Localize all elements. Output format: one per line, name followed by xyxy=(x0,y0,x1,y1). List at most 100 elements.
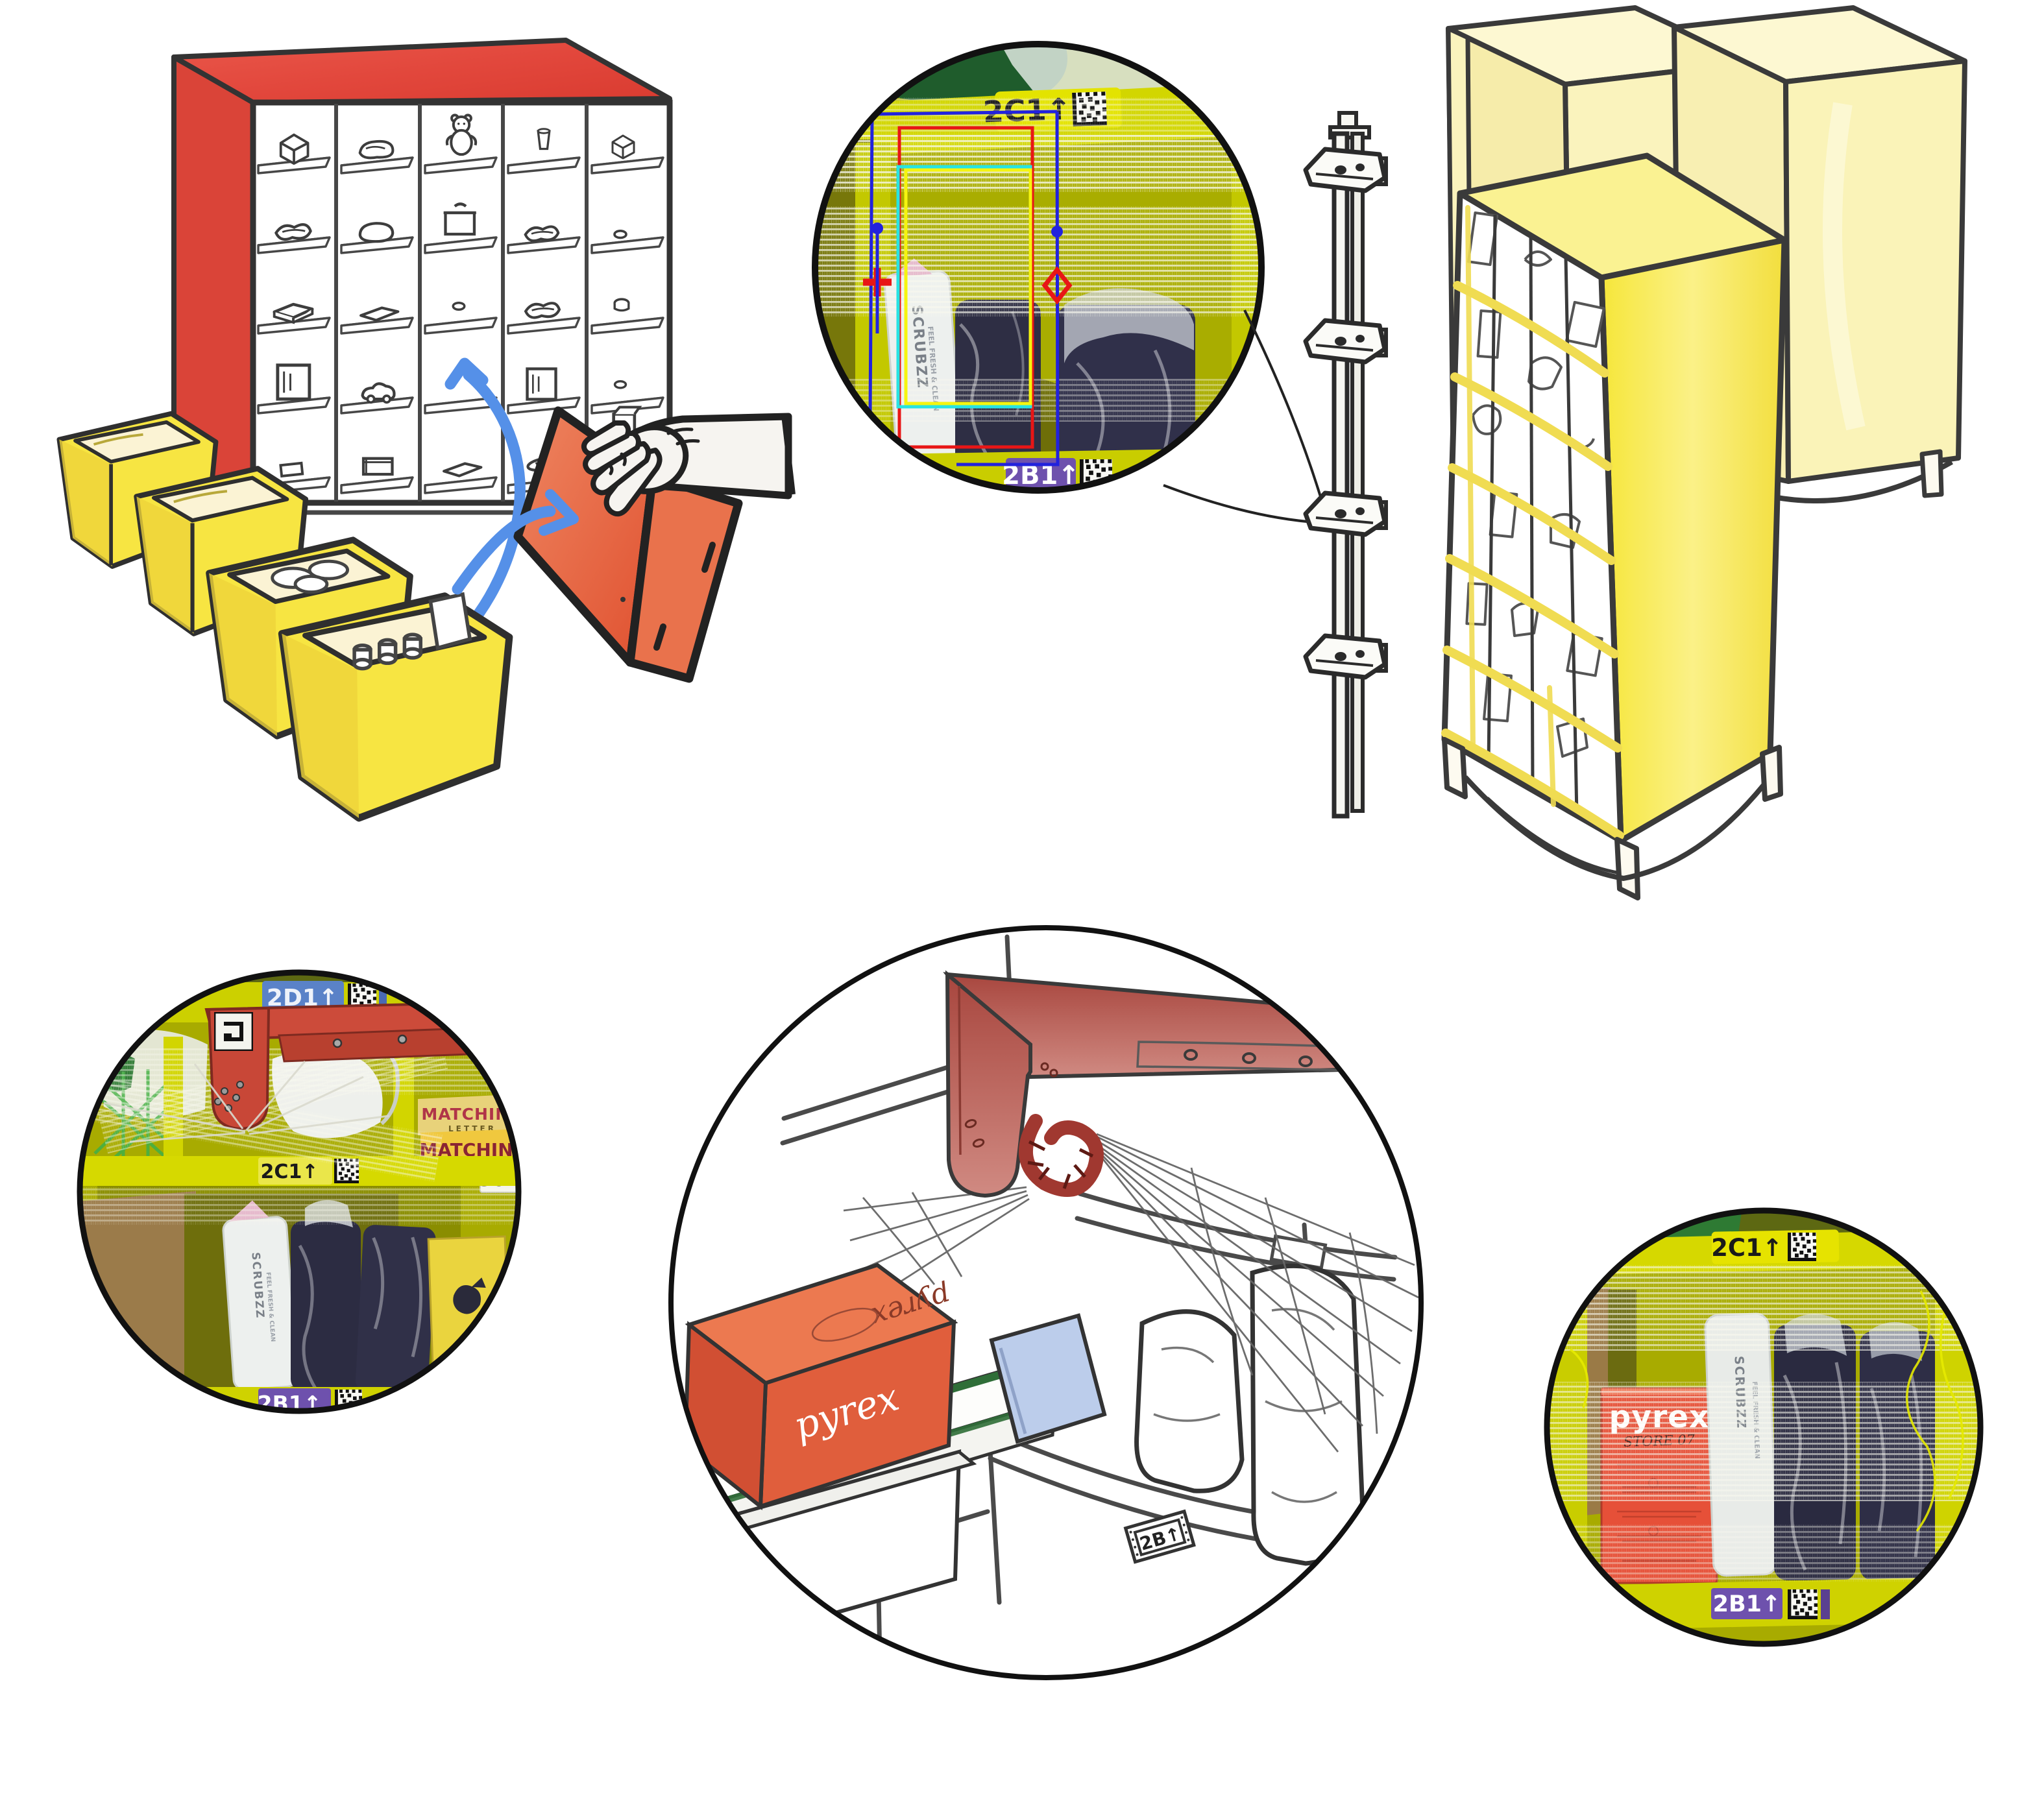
knuckle-lines xyxy=(607,428,700,476)
cubby-item-cloth xyxy=(524,225,560,243)
mast-pole xyxy=(1332,131,1350,819)
red-box-marks xyxy=(653,542,716,651)
dish-sketch xyxy=(811,1307,879,1342)
datamatrix-icon xyxy=(1788,1589,1818,1619)
diamond-marker xyxy=(1041,266,1073,305)
cabinet-foot xyxy=(1614,837,1640,900)
red-box-side xyxy=(626,472,743,683)
camera-view-inset: 2C1↑ SCRUBZZ FEEL FRESH & CLEAN xyxy=(812,41,1265,494)
hand-with-box xyxy=(513,406,796,683)
camera-head xyxy=(1303,633,1388,680)
label-tab xyxy=(1821,1589,1830,1619)
sketch-shelf-label: 2B↑ xyxy=(1123,1509,1196,1564)
protein-box: Premier Protein xyxy=(427,1235,511,1387)
cubby-item-book xyxy=(363,459,392,474)
cabinet-open-front xyxy=(1441,152,1788,900)
pyrex-box-sketch: pyrex pyrex xyxy=(683,1262,958,1511)
cubby-item-disc xyxy=(613,380,627,389)
cabinet-foot xyxy=(1919,449,1944,498)
grasp-dot xyxy=(871,223,883,234)
cabinet-base-skirt-inner xyxy=(1486,797,1622,875)
cubby-item-disc xyxy=(452,302,466,311)
sheen xyxy=(1823,102,1866,431)
shelf-top-face xyxy=(171,38,672,105)
protein-text: Premier Protein xyxy=(495,1296,511,1378)
red-box-dot xyxy=(620,597,626,602)
tote-bin xyxy=(278,592,513,822)
mesh-band xyxy=(1547,1382,1980,1501)
cubby-item-bread xyxy=(360,223,393,241)
mesh-band xyxy=(815,379,1261,422)
inset-connector-line xyxy=(1163,484,1324,524)
bounding-box-annotations xyxy=(863,110,1073,466)
cabinet-side-face xyxy=(1598,237,1788,844)
hand xyxy=(581,413,796,517)
mesh-band xyxy=(815,135,1261,192)
net-mesh xyxy=(843,1133,1419,1453)
storing-sketch xyxy=(56,38,796,822)
cubby-item-puck xyxy=(613,298,630,312)
blue-paddle-shade xyxy=(999,1347,1027,1434)
cubby-shelf xyxy=(171,38,675,515)
placed-items-inset: 2C1↑ pyrex STORE 07 SCRUBZZ xyxy=(1544,1207,1984,1647)
arrow-bin-to-shelf-head xyxy=(444,357,489,390)
camera-head xyxy=(1303,147,1388,193)
shelf-label-top: 2C1↑ xyxy=(1711,1234,1782,1262)
grasp-dot xyxy=(1051,226,1063,237)
sleeve-line xyxy=(781,415,796,495)
arrow-bin-to-box-head xyxy=(539,489,579,536)
storage-cabinets xyxy=(1441,5,1967,900)
label-ticks xyxy=(1129,1516,1190,1556)
cubby-item-bag xyxy=(358,139,395,160)
tray-green-edge xyxy=(671,1433,681,1648)
shelf-label-plate xyxy=(258,1157,332,1185)
cabinet-foot xyxy=(1760,745,1783,802)
insertion-sketch-inset: 2B↑ pyrex pyrex xyxy=(668,925,1424,1680)
cubby-item-box xyxy=(528,369,556,400)
mesh-band xyxy=(815,206,1261,317)
shelf-label-bottom: 2B1↑ xyxy=(1713,1591,1781,1617)
camera-mast xyxy=(1303,111,1388,819)
cubby-item-large-box xyxy=(278,365,310,399)
cubby-item-card xyxy=(279,461,304,477)
inset-border xyxy=(1544,1207,1984,1647)
mesh-band xyxy=(1547,1265,1980,1351)
gripper-view-inset: 2D1↑ MATCHING LETTER MATCHING 3C1↑ xyxy=(77,969,522,1414)
inset-connector-line xyxy=(1243,309,1328,517)
gripper-column xyxy=(945,970,1032,1198)
cubby-item-shirt xyxy=(526,303,559,317)
shelf-label-mid: 2C1↑ xyxy=(261,1161,319,1183)
cabinet-foot xyxy=(1442,737,1468,799)
scrubzz-pack: SCRUBZZ FEEL FRESH & CLEAN xyxy=(222,1200,298,1391)
fingers xyxy=(581,420,663,517)
wrapped-dark-item xyxy=(356,1225,436,1395)
mast-pole-rail xyxy=(1350,132,1365,813)
arrow-bin-to-box xyxy=(452,505,556,595)
inset-border xyxy=(812,41,1265,494)
camera-head xyxy=(1303,490,1388,537)
inset-border xyxy=(77,969,522,1414)
gripper-holes xyxy=(964,1062,1058,1148)
cubby-item-disc xyxy=(613,229,627,239)
shelf-label-plate-purple xyxy=(1711,1588,1782,1619)
bird-logo xyxy=(453,1277,486,1314)
gripper-column-line xyxy=(958,985,962,1155)
plastic-bag-item xyxy=(1187,45,1261,115)
cubby-item-cup xyxy=(537,128,551,151)
camera-head xyxy=(1303,318,1388,365)
mesh-band xyxy=(80,1187,518,1225)
gripper-rivets xyxy=(1184,1049,1313,1067)
gripper-hook-bands xyxy=(1027,1140,1094,1189)
tote-bins xyxy=(56,411,513,822)
inset-border xyxy=(668,925,1424,1680)
tray-screw xyxy=(681,1465,694,1478)
mesh-band xyxy=(1547,1525,1980,1582)
fiducial-tag-icon xyxy=(214,1012,253,1051)
arrow-bin-to-shelf xyxy=(442,369,526,655)
cabinet-base-skirt xyxy=(1463,775,1766,881)
loose-threads xyxy=(1569,1290,1964,1532)
wrapped-dark-item xyxy=(291,1200,361,1391)
mesh-pinch-lines xyxy=(103,1061,390,1143)
cubby-item-cloth xyxy=(276,224,310,239)
